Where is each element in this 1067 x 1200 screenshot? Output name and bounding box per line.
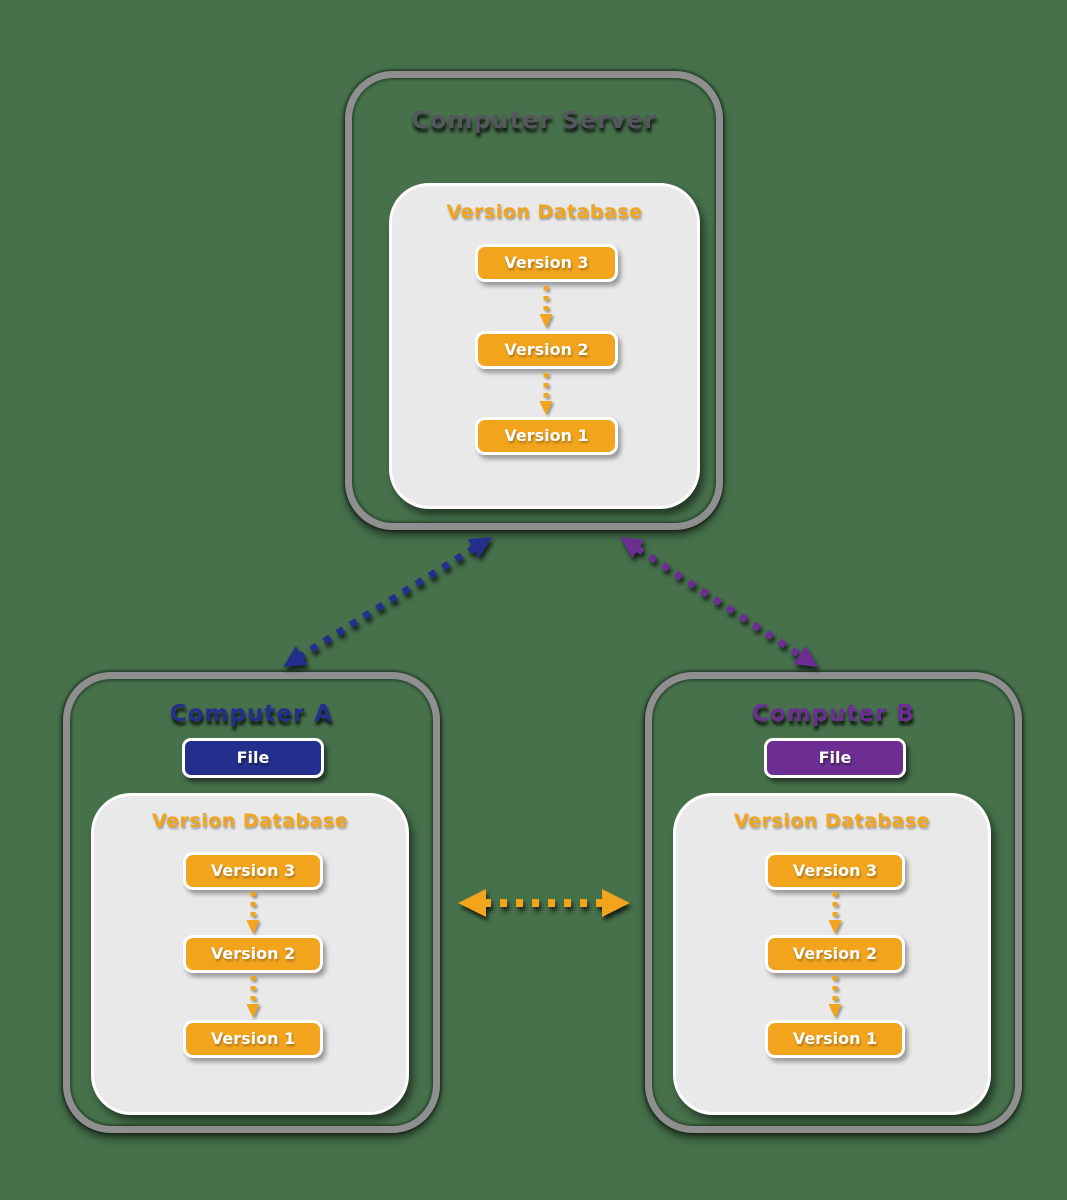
arrow-down-icon bbox=[246, 976, 260, 1018]
computer-b-frame bbox=[645, 672, 1022, 1133]
computer-a-file-box: File bbox=[182, 738, 324, 778]
arrow-down-icon bbox=[828, 976, 842, 1018]
computer-server-title: Computer Server bbox=[411, 106, 657, 134]
server-version-database-title: Version Database bbox=[446, 201, 643, 223]
computer-b-version-3-box: Version 3 bbox=[765, 852, 905, 890]
double-arrow-server-computer-a-icon bbox=[283, 537, 492, 667]
arrow-down-icon bbox=[246, 892, 260, 934]
server-version-3-box: Version 3 bbox=[475, 244, 618, 282]
double-arrow-computer-a-computer-b-icon bbox=[458, 889, 630, 917]
computer-a-version-1-box: Version 1 bbox=[183, 1020, 323, 1058]
server-version-2-box: Version 2 bbox=[475, 331, 618, 369]
computer-b-version-database-title: Version Database bbox=[733, 810, 931, 832]
computer-b-version-2-box: Version 2 bbox=[765, 935, 905, 973]
server-version-1-box: Version 1 bbox=[475, 417, 618, 455]
computer-a-version-2-box: Version 2 bbox=[183, 935, 323, 973]
computer-b-version-1-box: Version 1 bbox=[765, 1020, 905, 1058]
computer-a-version-3-box: Version 3 bbox=[183, 852, 323, 890]
computer-a-frame bbox=[63, 672, 440, 1133]
computer-b-file-box: File bbox=[764, 738, 906, 778]
computer-a-title: Computer A bbox=[169, 701, 334, 727]
double-arrow-server-computer-b-icon bbox=[620, 537, 818, 667]
computer-server-frame bbox=[345, 71, 723, 530]
arrow-down-icon bbox=[539, 286, 553, 328]
arrow-down-icon bbox=[828, 892, 842, 934]
arrow-down-icon bbox=[539, 373, 553, 415]
computer-b-title: Computer B bbox=[752, 701, 915, 727]
computer-a-version-database-title: Version Database bbox=[151, 810, 349, 832]
